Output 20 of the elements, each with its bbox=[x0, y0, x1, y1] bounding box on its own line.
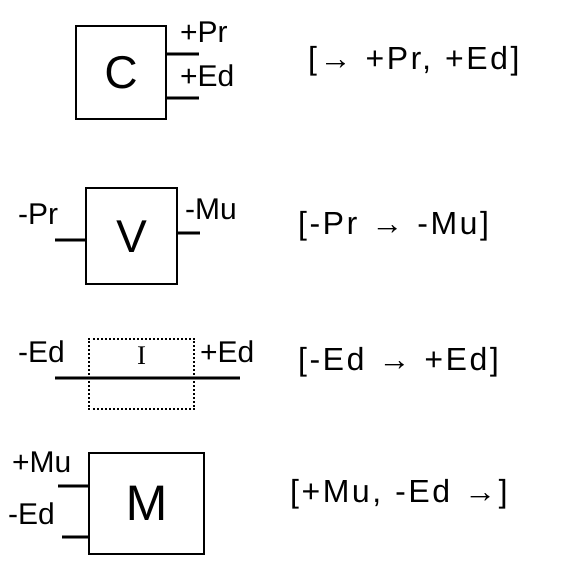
block-box bbox=[75, 25, 167, 120]
port-line bbox=[167, 52, 199, 56]
node-label: C bbox=[104, 46, 138, 99]
dotted-box bbox=[88, 338, 195, 410]
node-label: M bbox=[126, 474, 168, 532]
port-line bbox=[55, 238, 85, 242]
port-signature: [-Ed → +Ed] bbox=[298, 341, 502, 378]
port-line bbox=[58, 484, 88, 488]
port-line bbox=[62, 536, 88, 538]
port-line bbox=[178, 232, 200, 234]
block-box bbox=[85, 187, 178, 285]
port-line bbox=[195, 376, 240, 380]
node-label: I bbox=[137, 341, 146, 371]
port-signature: [+Mu, -Ed →] bbox=[290, 473, 510, 510]
port-line bbox=[55, 376, 88, 380]
port-signature: [→ +Pr, +Ed] bbox=[308, 40, 522, 77]
block-box bbox=[88, 452, 205, 555]
port-line bbox=[167, 96, 199, 100]
node-label: V bbox=[116, 210, 147, 262]
port-signature: [-Pr → -Mu] bbox=[298, 205, 492, 242]
